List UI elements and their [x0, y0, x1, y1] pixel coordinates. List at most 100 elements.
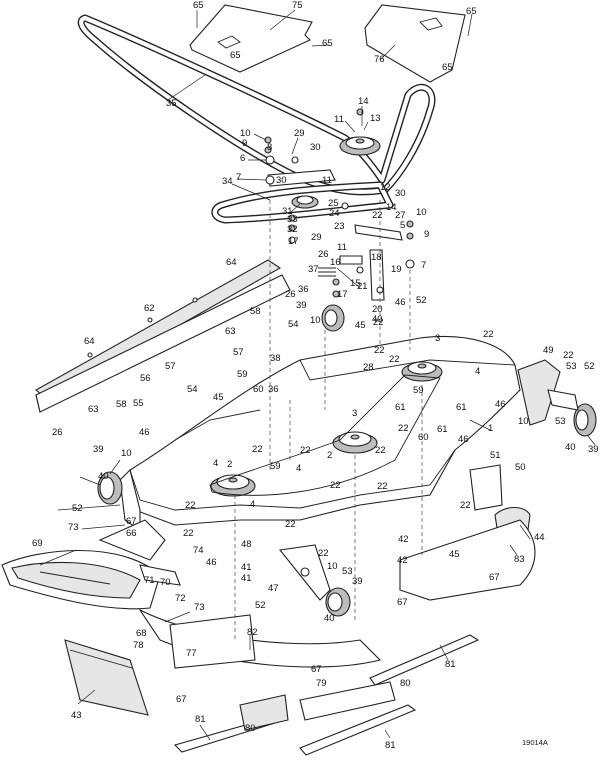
callout-label: 39 [352, 576, 363, 587]
baffle-rear [239, 681, 396, 731]
main-drive-belt [77, 14, 436, 196]
callout-label: 56 [140, 373, 151, 384]
callout-label: 63 [225, 326, 236, 337]
callout-label: 53 [555, 416, 566, 427]
callout-label: 65 [466, 6, 477, 17]
callout-label: 22 [377, 481, 388, 492]
callout-label: 22 [460, 500, 471, 511]
callout-label: 41 [241, 562, 252, 573]
secondary-belt [211, 181, 394, 224]
callout-label: 76 [374, 54, 385, 65]
callout-label: 22 [389, 354, 400, 365]
callout-label: 26 [318, 249, 329, 260]
callout-label: 39 [588, 444, 599, 455]
callout-label: 8 [267, 142, 272, 153]
callout-label: 10 [310, 315, 321, 326]
callout-label: 12 [380, 182, 391, 193]
callout-label: 22 [483, 329, 494, 340]
belt-cover-left [189, 4, 313, 73]
callout-label: 63 [88, 404, 99, 415]
callout-label: 59 [237, 369, 248, 380]
callout-label: 66 [126, 528, 137, 539]
callout-label: 83 [514, 554, 525, 565]
callout-label: 46 [458, 434, 469, 445]
callout-label: 39 [296, 300, 307, 311]
callout-label: 18 [371, 252, 382, 263]
callout-label: 40 [98, 471, 109, 482]
callout-label: 69 [32, 538, 43, 549]
callout-label: 52 [416, 295, 427, 306]
callout-label: 43 [71, 710, 82, 721]
callout-label: 78 [133, 640, 144, 651]
callout-label: 10 [327, 561, 338, 572]
callout-label: 54 [187, 384, 198, 395]
callout-label: 47 [268, 583, 279, 594]
callout-label: 61 [456, 402, 467, 413]
callout-label: 67 [397, 597, 408, 608]
callout-label: 55 [133, 398, 144, 409]
callout-label: 79 [316, 678, 327, 689]
callout-label: 57 [233, 347, 244, 358]
discharge-chute [1, 519, 181, 610]
callout-label: 9 [242, 138, 247, 149]
callout-label: 61 [437, 424, 448, 435]
callout-label: 4 [296, 463, 301, 474]
callout-label: 52 [72, 503, 83, 514]
callout-label: 73 [194, 602, 205, 613]
callout-label: 26 [52, 427, 63, 438]
callout-label: 25 [328, 198, 339, 209]
callout-label: 46 [395, 297, 406, 308]
callout-label: 80 [245, 723, 256, 734]
callout-label: 22 [374, 345, 385, 356]
deflector-plate [64, 639, 149, 716]
callout-label: 19 [391, 264, 402, 275]
callout-label: 22 [318, 548, 329, 559]
top-idler-pulley [339, 136, 381, 156]
callout-label: 67 [489, 572, 500, 583]
callout-label: 44 [534, 532, 545, 543]
callout-label: 4 [475, 366, 480, 377]
right-gauge-wheel [573, 403, 597, 437]
callout-label: 22 [372, 210, 383, 221]
callout-label: 67 [311, 664, 322, 675]
callout-label: 22 [300, 445, 311, 456]
callout-label: 22 [373, 317, 384, 328]
callout-label: 52 [255, 600, 266, 611]
callout-label: 42 [398, 534, 409, 545]
callout-label: 81 [385, 740, 396, 751]
callout-label: 40 [324, 613, 335, 624]
callout-label: 10 [240, 128, 251, 139]
callout-label: 22 [375, 445, 386, 456]
callout-label: 17 [337, 289, 348, 300]
callout-label: 9 [424, 229, 429, 240]
callout-label: 68 [136, 628, 147, 639]
callout-label: 65 [322, 38, 333, 49]
callout-label: 41 [241, 573, 252, 584]
callout-label: 5 [400, 220, 405, 231]
callout-label: 24 [329, 208, 340, 219]
callout-label: 71 [144, 575, 155, 586]
callout-label: 29 [311, 232, 322, 243]
callout-label: 49 [543, 345, 554, 356]
callout-label: 73 [68, 522, 79, 533]
callout-label: 40 [565, 442, 576, 453]
rear-wheel-arm [278, 544, 331, 601]
front-rail-assembly [35, 259, 291, 413]
callout-label: 22 [563, 350, 574, 361]
callout-label: 65 [230, 50, 241, 61]
callout-label: 4 [213, 458, 218, 469]
callout-label: 38 [270, 353, 281, 364]
callout-label: 14 [358, 96, 369, 107]
callout-label: 30 [276, 175, 287, 186]
belt-cover-right [364, 4, 466, 83]
callout-label: 62 [144, 303, 155, 314]
deck-skirt [138, 519, 536, 669]
callout-label: 81 [195, 714, 206, 725]
callout-label: 20 [372, 304, 383, 315]
callout-label: 30 [310, 142, 321, 153]
callout-label: 11 [322, 175, 332, 186]
center-spindle-pulley [332, 431, 378, 454]
blade-center [299, 704, 417, 756]
callout-label: 22 [398, 423, 409, 434]
